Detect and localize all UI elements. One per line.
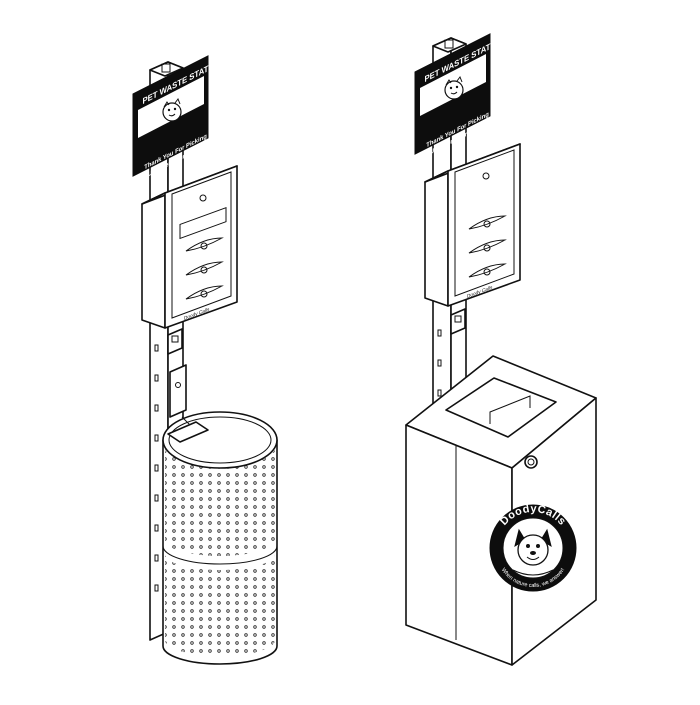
dog-icon-right	[444, 75, 464, 100]
dispenser-right: Doody Calls	[424, 143, 521, 307]
doodycalls-logo: DoodyCalls When nature calls, we answer!	[489, 503, 577, 592]
sign-left: PET WASTE STATION Please Dispose of Pet …	[132, 55, 222, 178]
right-station: PET WASTE STATION Please Dispose of Pet …	[405, 33, 597, 666]
sign-right: PET WASTE STATION Please Dispose of Pet …	[414, 33, 504, 156]
left-station: PET WASTE STATION Please Dispose of Pet …	[132, 55, 278, 665]
waste-receptacle-left	[162, 411, 278, 665]
dog-icon	[162, 97, 182, 122]
waste-receptacle-right: DoodyCalls When nature calls, we answer!	[405, 355, 597, 666]
dispenser-left: Doody Calls	[141, 165, 238, 329]
dog-mascot-icon	[512, 528, 554, 576]
